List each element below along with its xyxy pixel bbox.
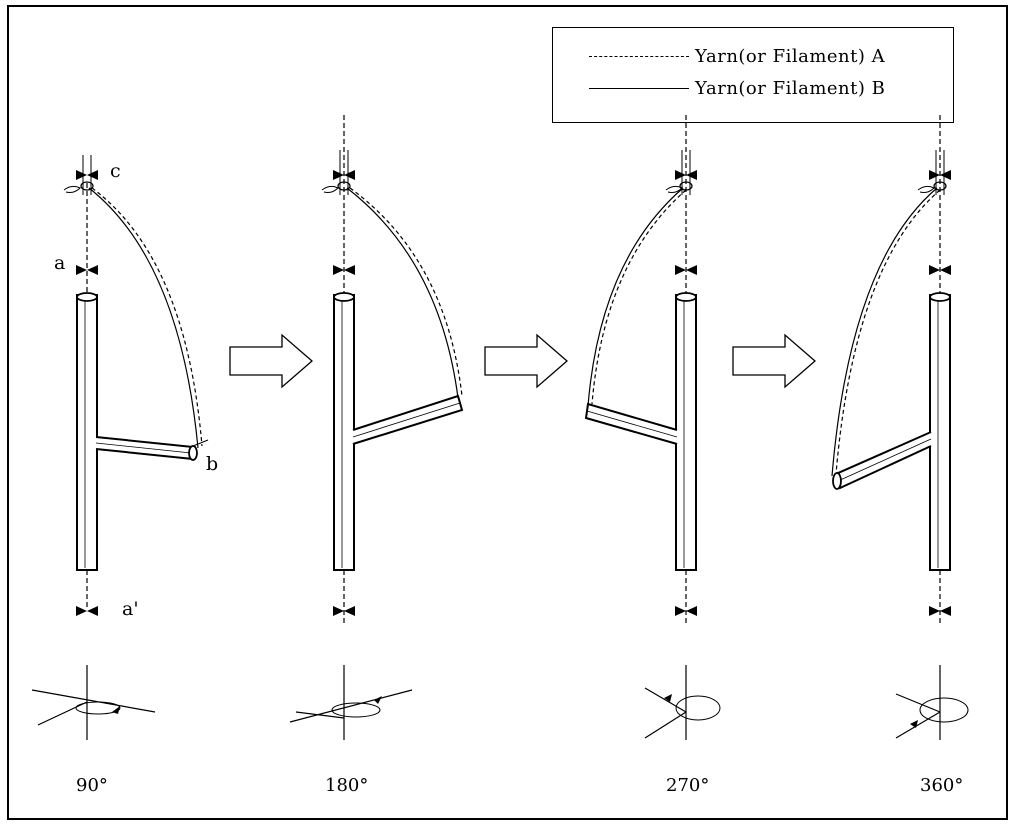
legend-label-b: Yarn(or Filament) B [695, 77, 886, 99]
point-label-b: b [206, 453, 219, 475]
angle-label-90: 90° [76, 775, 108, 796]
point-label-a-prime: a' [122, 598, 139, 620]
solid-line-icon [589, 87, 689, 89]
arrow-right-icon [229, 333, 313, 389]
angle-sketch-360 [895, 665, 969, 740]
point-label-a: a [54, 252, 66, 274]
legend: Yarn(or Filament) A Yarn(or Filament) B [552, 27, 954, 123]
angle-label-270: 270° [666, 775, 710, 796]
angle-label-360: 360° [920, 775, 964, 796]
panel-180 [289, 115, 464, 740]
panel-360 [831, 115, 969, 740]
legend-label-a: Yarn(or Filament) A [695, 45, 886, 67]
panel-270 [584, 115, 721, 740]
arrow-right-icon [732, 333, 816, 389]
angle-sketch-90 [31, 665, 156, 740]
point-label-c: c [110, 160, 121, 182]
figure-frame [7, 5, 1008, 820]
angle-sketch-180 [289, 665, 413, 740]
arrow-right-icon [484, 333, 568, 389]
dashed-line-icon [589, 55, 689, 57]
angle-sketch-270 [644, 665, 721, 740]
legend-item-a: Yarn(or Filament) A [589, 42, 885, 70]
angle-label-180: 180° [325, 775, 369, 796]
guide-a-prime-marker [76, 606, 98, 616]
panel-90 [31, 155, 209, 740]
legend-item-b: Yarn(or Filament) B [589, 74, 885, 102]
guide-c-marker [76, 170, 98, 180]
